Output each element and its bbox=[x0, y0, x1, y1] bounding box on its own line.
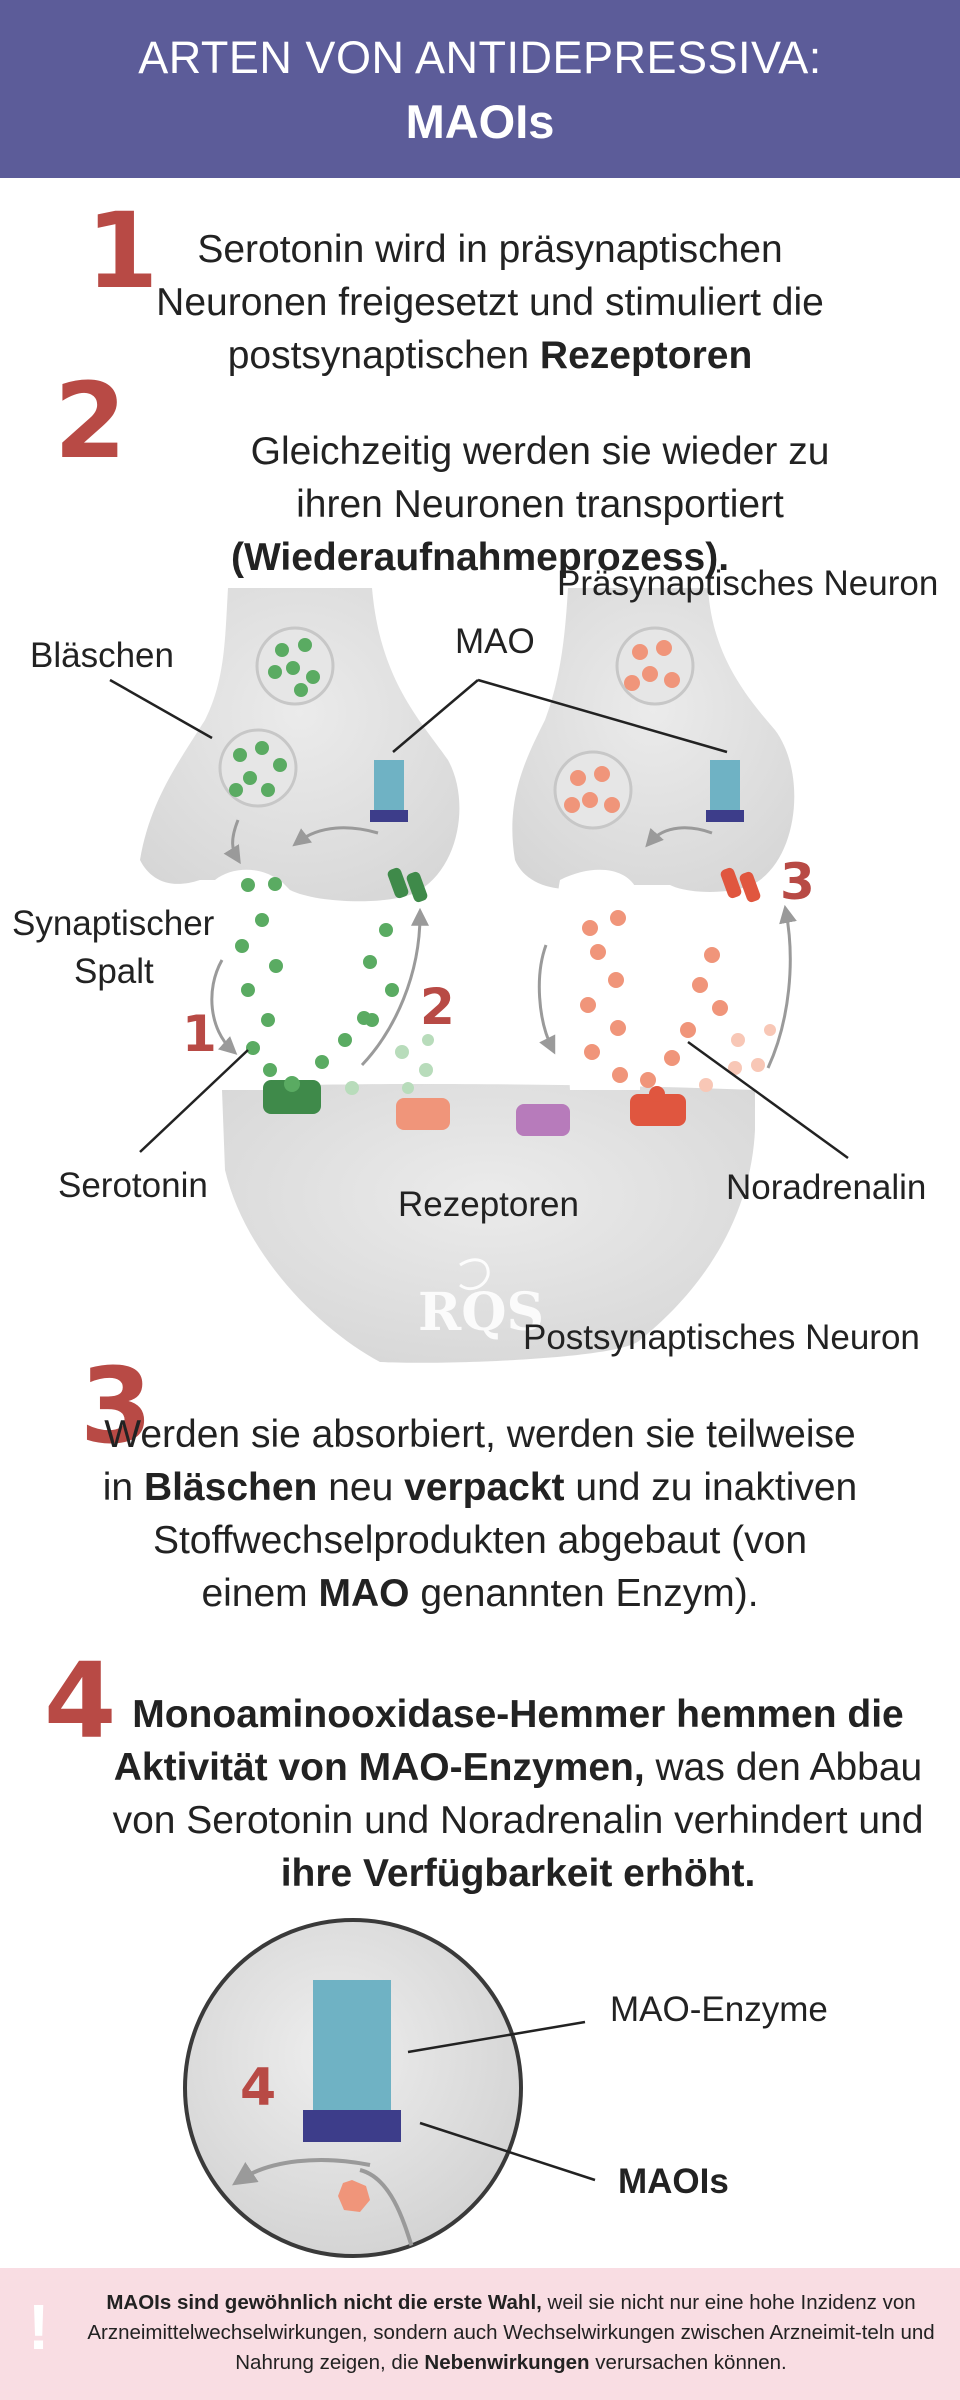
inset-noradrenalin-molecule bbox=[338, 2180, 370, 2212]
label-serotonin: Serotonin bbox=[58, 1166, 208, 1205]
receptor-orange bbox=[396, 1098, 450, 1130]
mao-enzyme-left bbox=[374, 760, 404, 810]
inset-maoi-block bbox=[303, 2110, 401, 2142]
step-3-text: Werden sie absorbiert, werden sie teilwe… bbox=[102, 1413, 858, 1615]
marker-3: 3 bbox=[780, 853, 815, 911]
arrow-mao-left bbox=[292, 826, 379, 847]
postsynaptic-neuron bbox=[222, 1084, 755, 1363]
header-title: ARTEN VON ANTIDEPRESSIVA: bbox=[138, 32, 822, 83]
svg-text:RQS: RQS bbox=[418, 1282, 544, 1343]
label-maois: MAOIs bbox=[618, 2162, 729, 2201]
marker-2: 2 bbox=[420, 978, 455, 1036]
presynaptic-neuron-left bbox=[140, 588, 460, 902]
arrow-step1 bbox=[210, 959, 238, 1055]
step-4-number: 4 bbox=[44, 1640, 117, 1762]
arrow-step3 bbox=[766, 904, 797, 1069]
label-synaptic-cleft-2: Spalt bbox=[74, 952, 154, 991]
mao-enzyme-left-base bbox=[370, 810, 408, 822]
label-postsynaptic-neuron: Postsynaptisches Neuron bbox=[523, 1318, 920, 1357]
serotonin-molecules bbox=[235, 877, 399, 1077]
step-1-number: 1 bbox=[86, 190, 159, 312]
mao-inset-diagram bbox=[183, 1918, 596, 2258]
warning-icon: ! bbox=[28, 2291, 50, 2363]
arrow-step2 bbox=[360, 907, 429, 1067]
synapse-diagram: RQS bbox=[109, 588, 849, 1363]
noradrenalin-molecules bbox=[580, 910, 728, 1088]
inset-mao-enzyme bbox=[313, 1980, 391, 2110]
label-mao: MAO bbox=[455, 622, 535, 661]
arrow-mao-right bbox=[645, 826, 713, 848]
rqs-logo: RQS bbox=[418, 1258, 544, 1343]
inset-marker-4: 4 bbox=[240, 2058, 277, 2118]
step-3-number: 3 bbox=[80, 1345, 153, 1467]
arrow-release-right bbox=[537, 944, 556, 1055]
label-presynaptic-neuron: Präsynaptisches Neuron bbox=[557, 564, 939, 603]
footer-text: MAOIs sind gewöhnlich nicht die erste Wa… bbox=[87, 2291, 935, 2374]
step-2-text: Gleichzeitig werden sie wieder zu ihren … bbox=[230, 430, 830, 579]
step-2-number: 2 bbox=[54, 360, 127, 482]
receptor-red bbox=[630, 1094, 686, 1126]
receptor-purple bbox=[516, 1104, 570, 1136]
transporter-left bbox=[387, 867, 428, 903]
header-banner: ARTEN VON ANTIDEPRESSIVA: MAOIs bbox=[0, 0, 960, 178]
mao-enzyme-right-base bbox=[706, 810, 744, 822]
label-receptors: Rezeptoren bbox=[398, 1185, 579, 1224]
transporter-right bbox=[720, 867, 761, 903]
step-1-text: Serotonin wird in präsynaptischen Neuron… bbox=[156, 228, 824, 377]
label-vesicles: Bläschen bbox=[30, 636, 174, 675]
arrow-release-left bbox=[223, 819, 241, 865]
mao-enzyme-right bbox=[710, 760, 740, 810]
header-subtitle: MAOIs bbox=[405, 95, 555, 148]
marker-1: 1 bbox=[182, 1005, 217, 1063]
step-4-text: Monoaminooxidase-Hemmer hemmen die Aktiv… bbox=[112, 1693, 924, 1895]
receptor-green bbox=[263, 1080, 321, 1114]
footer-warning: ! MAOIs sind gewöhnlich nicht die erste … bbox=[0, 2268, 960, 2400]
label-mao-enzyme: MAO-Enzyme bbox=[610, 1990, 828, 2029]
label-noradrenalin: Noradrenalin bbox=[726, 1168, 927, 1207]
label-synaptic-cleft-1: Synaptischer bbox=[12, 904, 215, 943]
